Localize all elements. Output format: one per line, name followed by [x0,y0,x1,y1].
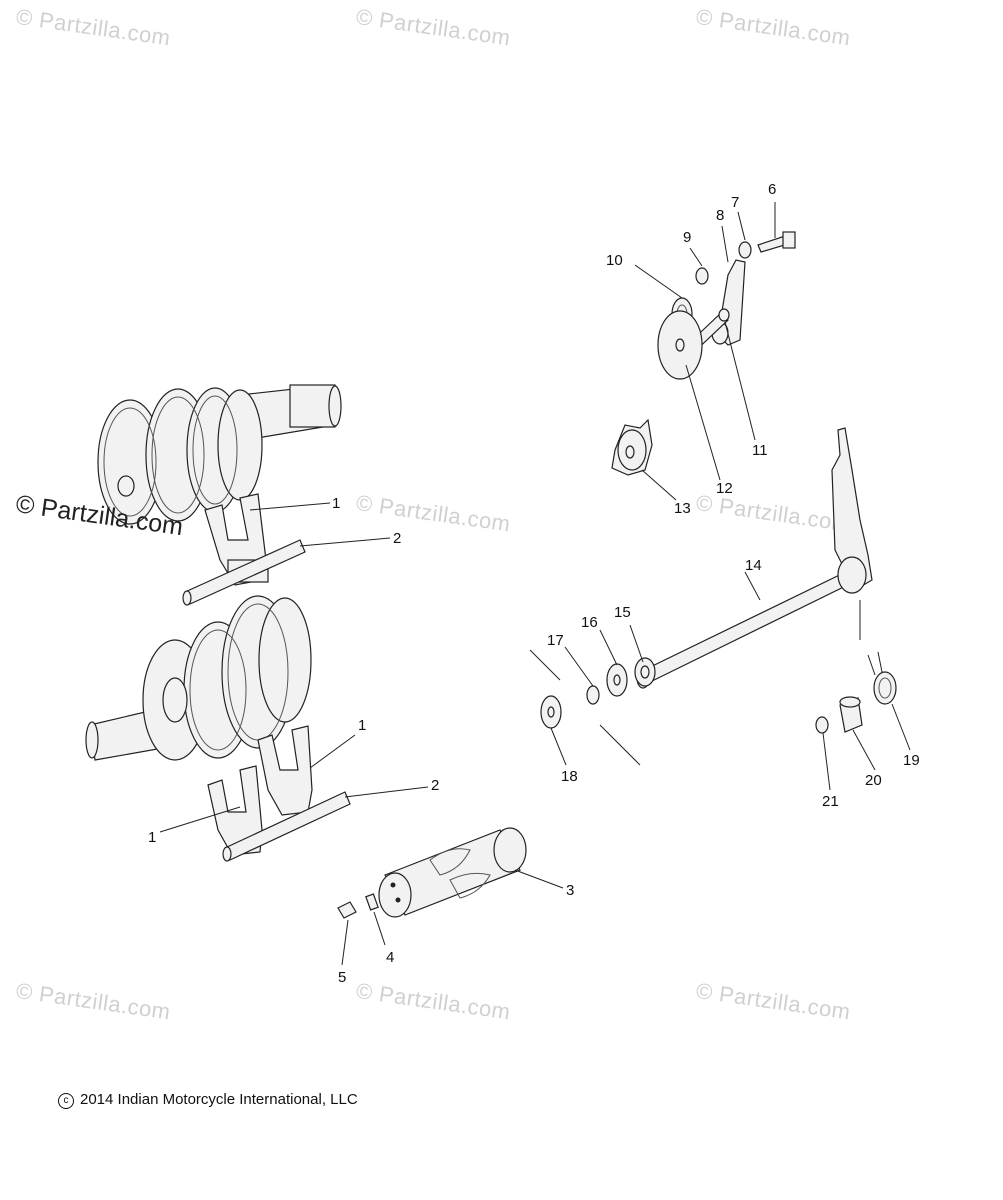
upper-gear-cluster [97,384,342,525]
callout-19: 19 [903,752,920,769]
star-cam-13 [611,418,653,476]
callout-7: 7 [731,194,739,211]
copyright-icon: c [58,1093,74,1109]
callout-14: 14 [745,557,762,574]
leader-lines [159,202,911,966]
copyright-notice: c 2014 Indian Motorcycle International, L… [58,1091,358,1109]
callout-4: 4 [386,949,394,966]
callout-13: 13 [674,500,691,517]
washer-18 [540,695,562,729]
lower-gear-cluster [85,595,312,761]
return-spring-19 [867,651,897,705]
callout-3: 3 [566,882,574,899]
detent-pin [337,901,357,919]
callout-10: 10 [606,252,623,269]
plate-12 [657,310,703,380]
lower-shift-forks [207,725,313,856]
washer-7 [738,241,752,259]
callout-17: 17 [547,632,564,649]
callout-21: 21 [822,793,839,810]
callout-11: 11 [752,442,768,459]
shift-drum [378,827,527,918]
bolt-6 [757,231,796,253]
stopper-arm-8 [711,259,746,346]
alignment-lines [529,600,861,766]
bushing-20 [839,696,863,733]
callout-1-lower-right: 1 [358,717,366,734]
callout-2-upper: 2 [393,530,401,547]
lower-fork-rod [222,791,351,862]
callout-5: 5 [338,969,346,986]
callout-12: 12 [716,480,733,497]
washer-15 [634,657,656,687]
callout-2-lower: 2 [431,777,439,794]
callout-9: 9 [683,229,691,246]
callout-1-lower-left: 1 [148,829,156,846]
callout-20: 20 [865,772,882,789]
upper-fork-rod [182,539,306,606]
callout-6: 6 [768,181,776,198]
callout-18: 18 [561,768,578,785]
clip-21 [815,716,829,734]
callout-16: 16 [581,614,598,631]
washer-9 [695,267,709,285]
callout-15: 15 [614,604,631,621]
washer-16 [606,663,628,697]
copyright-text: 2014 Indian Motorcycle International, LL… [80,1091,358,1108]
callout-labels: 1 2 1 1 2 3 4 5 6 7 8 9 10 11 12 13 14 1… [148,181,920,986]
detent-spring [365,893,379,911]
callout-8: 8 [716,207,724,224]
circlip-17 [586,685,600,705]
callout-1-upper: 1 [332,495,340,512]
